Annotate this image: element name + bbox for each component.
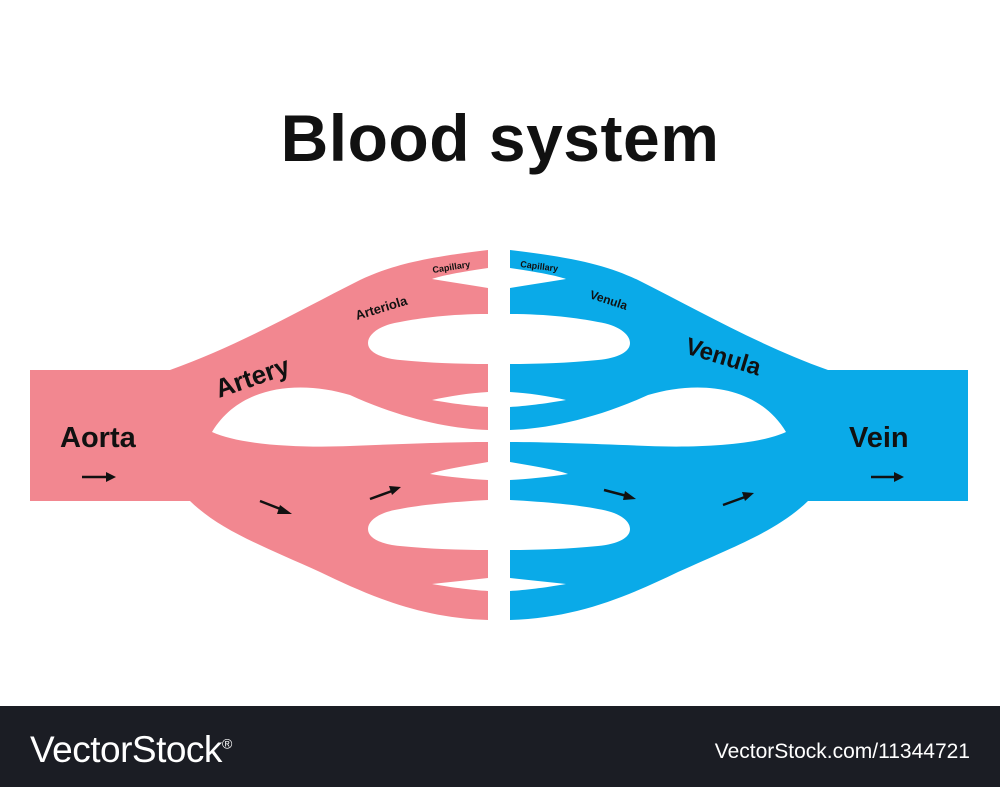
arrow-arteriola-icon bbox=[369, 486, 401, 501]
arrow-vein-icon bbox=[871, 472, 904, 482]
brand-logo: VectorStock® bbox=[30, 729, 232, 770]
arrow-venula-icon bbox=[603, 488, 636, 500]
arrow-vein-branch-icon bbox=[722, 492, 754, 507]
asset-url: VectorStock.com/11344721 bbox=[714, 740, 970, 763]
registered-mark: ® bbox=[221, 735, 232, 752]
arterial-network bbox=[30, 250, 488, 620]
label-aorta: Aorta bbox=[60, 422, 137, 454]
label-capillary-right: Capillary bbox=[520, 259, 559, 274]
venous-network bbox=[510, 250, 968, 620]
footer-bar: VectorStock® VectorStock.com/11344721 bbox=[0, 706, 1000, 787]
blood-system-diagram: Aorta Artery Arteriola Capillary Capilla… bbox=[30, 250, 968, 620]
arrow-aorta-icon bbox=[82, 472, 116, 482]
artery-shape bbox=[30, 250, 488, 620]
label-vein: Vein bbox=[849, 422, 909, 454]
flow-arrows bbox=[82, 472, 904, 514]
diagram-title: Blood system bbox=[280, 101, 720, 175]
arrow-artery-icon bbox=[259, 499, 292, 514]
vein-shape bbox=[510, 250, 968, 620]
